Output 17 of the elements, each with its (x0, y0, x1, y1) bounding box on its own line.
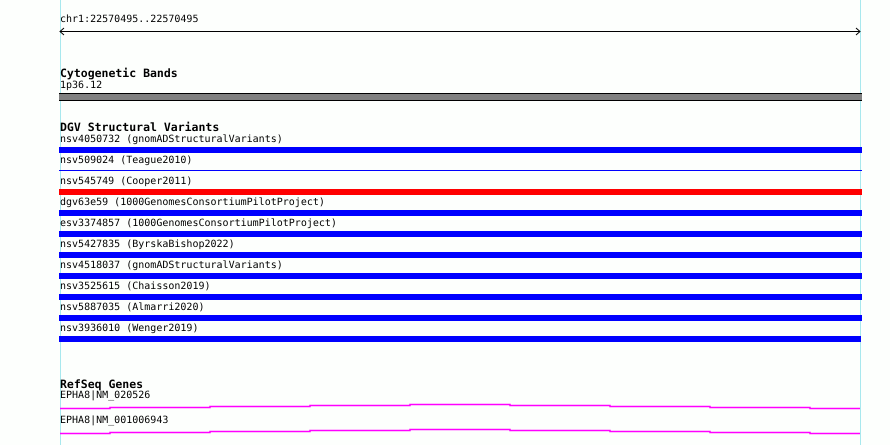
feature-label: nsv545749 (Cooper2011) (60, 176, 192, 188)
feature-label: nsv4518037 (gnomADStructuralVariants) (60, 260, 283, 272)
feature-label: 1p36.12 (60, 80, 102, 92)
coordinate-label: chr1:22570495..22570495 (60, 14, 198, 26)
track-title: DGV Structural Variants (60, 121, 220, 134)
feature-label: nsv5427835 (ByrskaBishop2022) (60, 239, 235, 251)
feature-label: EPHA8|NM_020526 (60, 390, 150, 402)
feature-label: nsv4050732 (gnomADStructuralVariants) (60, 134, 283, 146)
track-title: RefSeq Genes (60, 378, 144, 391)
feature-label: nsv509024 (Teague2010) (60, 155, 192, 167)
feature-label: nsv5887035 (Almarri2020) (60, 302, 204, 314)
track-title: Cytogenetic Bands (60, 67, 178, 80)
feature-label: dgv63e59 (1000GenomesConsortiumPilotProject) (60, 197, 325, 209)
feature-label: EPHA8|NM_001006943 (60, 415, 168, 427)
feature-label: nsv3525615 (Chaisson2019) (60, 281, 211, 293)
feature-label: nsv3936010 (Wenger2019) (60, 323, 198, 335)
feature-label: esv3374857 (1000GenomesConsortiumPilotProject) (60, 218, 337, 230)
